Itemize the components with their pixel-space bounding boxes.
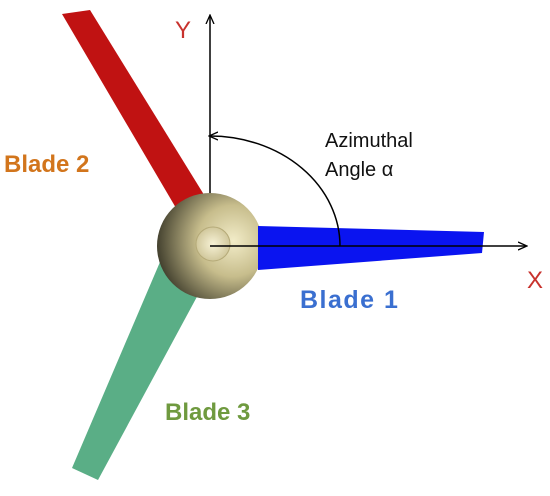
blade-3-shape (72, 262, 206, 480)
azimuthal-angle-arc (210, 136, 341, 247)
angle-label-line1: Azimuthal (325, 130, 413, 152)
blade-3-label: Blade 3 (165, 399, 250, 426)
y-axis-label: Y (175, 17, 191, 44)
blade-2-label: Blade 2 (4, 151, 89, 178)
x-axis-label: X (527, 267, 543, 294)
blade-2-shape (62, 10, 206, 208)
angle-label-line2: Angle α (325, 159, 393, 181)
blade-1-label: Blade 1 (300, 286, 399, 314)
blade-1-shape (258, 226, 484, 270)
